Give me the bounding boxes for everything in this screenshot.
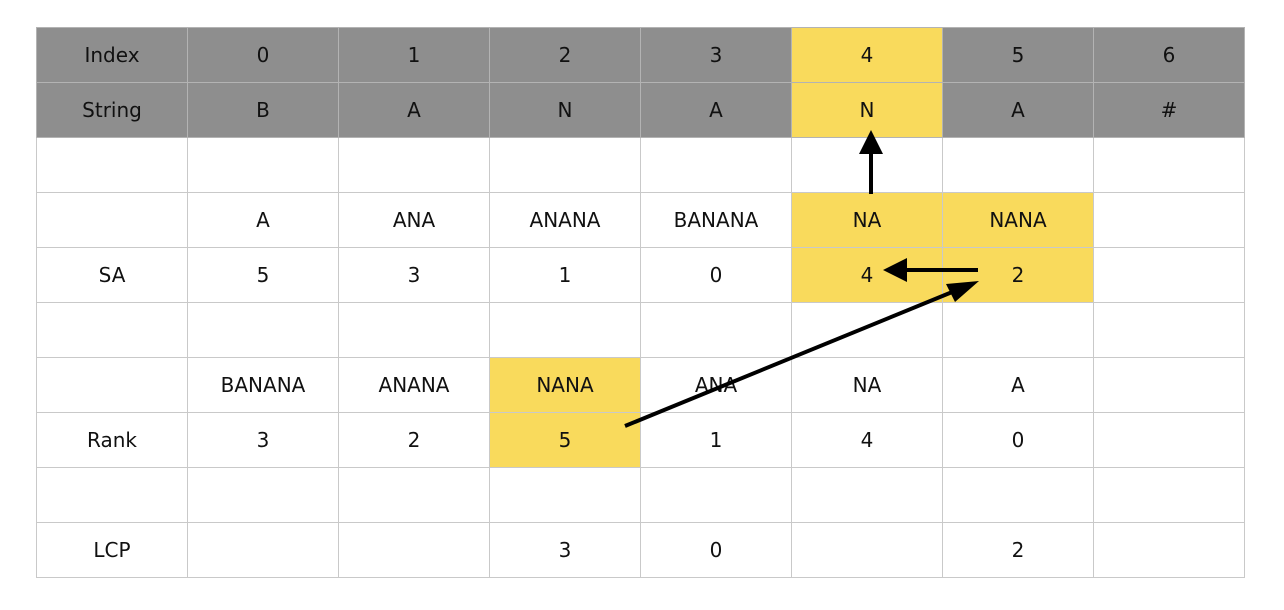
table-cell: [1093, 467, 1245, 523]
table-cell: [791, 467, 943, 523]
table-cell: 0: [942, 412, 1094, 468]
table-cell: [187, 522, 339, 578]
table-cell: 4: [791, 27, 943, 83]
table-cell: [1093, 412, 1245, 468]
table-cell: [1093, 522, 1245, 578]
table-cell: 0: [640, 247, 792, 303]
row-blank-3: [36, 467, 1245, 523]
table-cell: [338, 137, 490, 193]
table-cell: 4: [791, 247, 943, 303]
table-cell: [338, 302, 490, 358]
table-cell: A: [942, 82, 1094, 138]
row-label: LCP: [36, 522, 188, 578]
table-cell: [1093, 302, 1245, 358]
row-label: [36, 192, 188, 248]
table-cell: [187, 137, 339, 193]
table-cell: A: [942, 357, 1094, 413]
table-cell: ANA: [338, 192, 490, 248]
row-label: String: [36, 82, 188, 138]
table-cell: [338, 467, 490, 523]
row-blank-2: [36, 302, 1245, 358]
table-cell: 2: [489, 27, 641, 83]
table-cell: 1: [338, 27, 490, 83]
table-cell: ANANA: [489, 192, 641, 248]
table-cell: [338, 522, 490, 578]
table-cell: B: [187, 82, 339, 138]
table-cell: NANA: [942, 192, 1094, 248]
table-cell: [1093, 192, 1245, 248]
table-cell: 3: [338, 247, 490, 303]
row-label: Index: [36, 27, 188, 83]
table-cell: 3: [489, 522, 641, 578]
table-cell: 0: [187, 27, 339, 83]
table-cell: N: [791, 82, 943, 138]
table-cell: 2: [338, 412, 490, 468]
row-blank-1: [36, 137, 1245, 193]
table-cell: A: [640, 82, 792, 138]
table-cell: [791, 522, 943, 578]
table-cell: [942, 137, 1094, 193]
table-cell: A: [187, 192, 339, 248]
table-cell: A: [338, 82, 490, 138]
row-label: Rank: [36, 412, 188, 468]
table-cell: 1: [640, 412, 792, 468]
table-cell: [489, 137, 641, 193]
table-cell: 0: [640, 522, 792, 578]
table-cell: 6: [1093, 27, 1245, 83]
table-cell: BANANA: [187, 357, 339, 413]
table-cell: [640, 302, 792, 358]
row-label: [36, 357, 188, 413]
table-cell: BANANA: [640, 192, 792, 248]
table-cell: 5: [489, 412, 641, 468]
table-cell: ANA: [640, 357, 792, 413]
table-cell: 5: [187, 247, 339, 303]
table-cell: NA: [791, 192, 943, 248]
table-cell: 2: [942, 247, 1094, 303]
table-cell: [942, 302, 1094, 358]
table-cell: 5: [942, 27, 1094, 83]
row-label: SA: [36, 247, 188, 303]
table-cell: 3: [187, 412, 339, 468]
table-cell: 2: [942, 522, 1094, 578]
table-cell: [489, 467, 641, 523]
row-label: [36, 302, 188, 358]
table-cell: 4: [791, 412, 943, 468]
table-cell: ANANA: [338, 357, 490, 413]
table-cell: 1: [489, 247, 641, 303]
table-cell: #: [1093, 82, 1245, 138]
table-cell: [1093, 247, 1245, 303]
table-cell: [640, 467, 792, 523]
table-cell: [187, 467, 339, 523]
table-cell: [1093, 357, 1245, 413]
row-label: [36, 467, 188, 523]
table-cell: [489, 302, 641, 358]
table-cell: NA: [791, 357, 943, 413]
table-cell: [1093, 137, 1245, 193]
table-cell: 3: [640, 27, 792, 83]
table-cell: [187, 302, 339, 358]
table-cell: [791, 302, 943, 358]
table-cell: N: [489, 82, 641, 138]
table-cell: [791, 137, 943, 193]
row-label: [36, 137, 188, 193]
table-cell: [942, 467, 1094, 523]
table-cell: NANA: [489, 357, 641, 413]
table-cell: [640, 137, 792, 193]
